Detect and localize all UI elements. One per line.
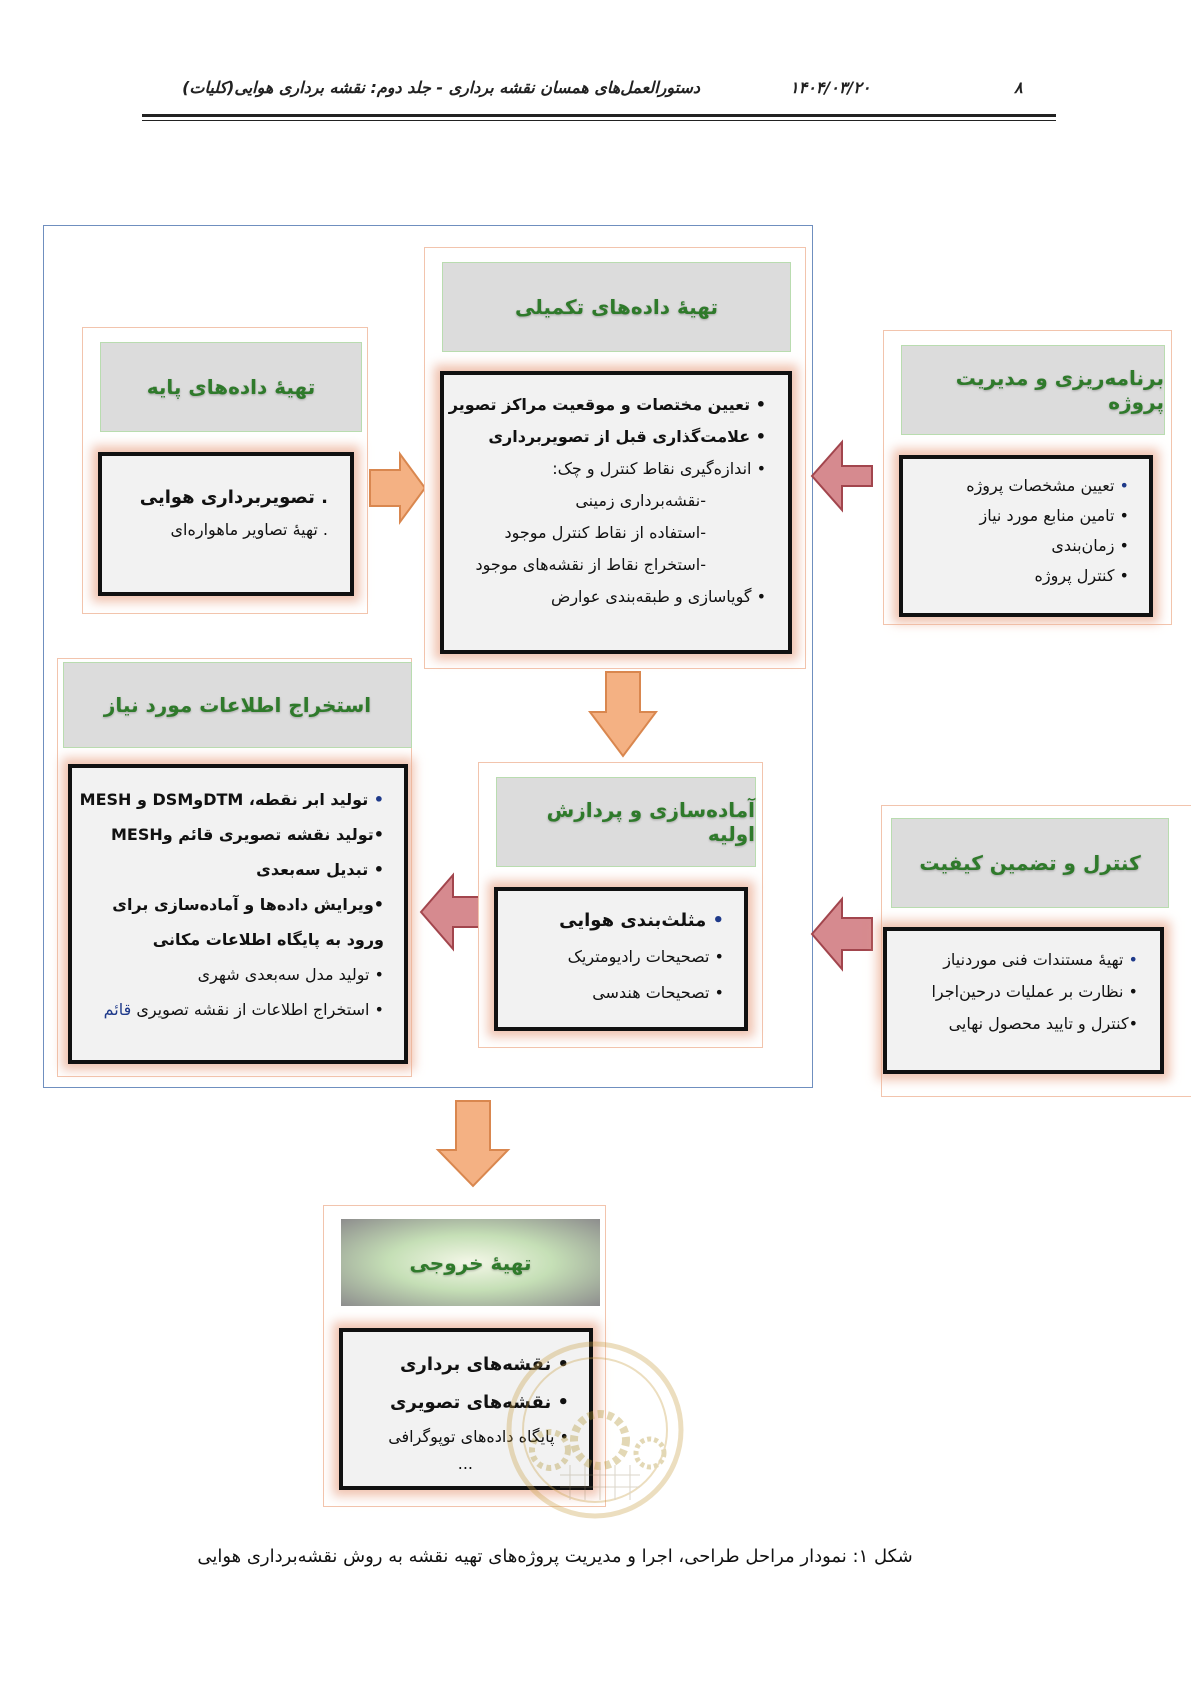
extraction-body: • تولید ابر نقطه، DTMوDSM و MESH •تولید … — [68, 764, 408, 1064]
quality-body: • تهیهٔ مستندات فنی موردنیاز • نظارت بر … — [883, 927, 1164, 1074]
list-item: • تولید ابر نقطه، DTMوDSM و MESH — [79, 790, 384, 809]
extraction-title: استخراج اطلاعات مورد نیاز — [63, 662, 412, 748]
list-item: • نقشه‌های تصویری — [390, 1392, 569, 1413]
base-data-body: . تصویربرداری هوایی . تهیهٔ تصاویر ماهوا… — [98, 452, 354, 596]
arrow-planning-to-supplementary — [810, 439, 873, 513]
base-data-title: تهیهٔ داده‌های پایه — [100, 342, 362, 432]
header-rule-thin — [142, 120, 1056, 121]
list-item: • تصحیحات هندسی — [592, 983, 724, 1002]
list-item: • نقشه‌های برداری — [400, 1354, 569, 1375]
process-group-frame — [43, 225, 813, 1088]
figure-caption: شکل ۱: نمودار مراحل طراحی، اجرا و مدیریت… — [197, 1546, 913, 1567]
list-item: . تصویربرداری هوایی — [139, 487, 328, 508]
list-item: -استخراج نقاط از نقشه‌های موجود — [475, 555, 706, 574]
list-item: •کنترل و تایید محصول نهایی — [948, 1014, 1138, 1033]
list-item: • نظارت بر عملیات درحین‌اجرا — [931, 982, 1138, 1001]
planning-title: برنامه‌ریزی و مدیریت پروژه — [901, 345, 1165, 435]
list-item: •تولید نقشه تصویری قائم وMESH — [110, 825, 384, 844]
quality-title: کنترل و تضمین کیفیت — [891, 818, 1169, 908]
supplementary-body: • تعیین مختصات و موقعیت مراکز تصویر • عل… — [440, 371, 792, 654]
list-item: • کنترل پروژه — [1034, 566, 1129, 585]
header-date: ۱۴۰۴/۰۳/۲۰ — [790, 78, 871, 97]
list-item: • تعیین مختصات و موقعیت مراکز تصویر — [448, 395, 766, 414]
list-item: • تعیین مشخصات پروژه — [966, 476, 1129, 495]
list-item: . تهیهٔ تصاویر ماهواره‌ای — [170, 520, 328, 539]
arrow-base-to-supplementary — [369, 450, 427, 526]
list-item: • زمان‌بندی — [1051, 536, 1129, 555]
list-item: • تصحیحات رادیومتریک — [567, 947, 724, 966]
list-item: •ویرایش داده‌ها و آماده‌سازی برای ورود ب… — [112, 895, 384, 949]
list-item: • تهیهٔ مستندات فنی موردنیاز — [943, 950, 1138, 969]
list-item: • گویاسازی و طبقه‌بندی عوارض — [550, 587, 766, 606]
list-item: • تولید مدل سه‌بعدی شهری — [197, 965, 384, 984]
arrow-quality-to-preprocessing — [810, 896, 873, 972]
list-item: • پایگاه داده‌های توپوگرافی — [388, 1427, 569, 1446]
planning-body: • تعیین مشخصات پروژه • تامین منابع مورد … — [899, 455, 1153, 617]
list-item: • علامت‌گذاری قبل از تصویربرداری — [488, 427, 766, 446]
watermark-stamp — [506, 1341, 684, 1519]
output-body: • نقشه‌های برداری • نقشه‌های تصویری • پا… — [339, 1328, 593, 1490]
output-title: تهیهٔ خروجی — [341, 1219, 600, 1306]
list-item: -نقشه‌برداری زمینی — [575, 491, 706, 510]
preprocessing-title: آماده‌سازی و پردازش اولیه — [496, 777, 756, 867]
header-title: دستورالعمل‌های همسان نقشه برداری - جلد د… — [182, 78, 700, 97]
supplementary-title: تهیهٔ داده‌های تکمیلی — [442, 262, 791, 352]
header-rule-thick — [142, 114, 1056, 117]
list-item: • اندازه‌گیری نقاط کنترل و چک: — [552, 459, 766, 478]
list-item: • تامین منابع مورد نیاز — [979, 506, 1129, 525]
page-number: ۸ — [1014, 78, 1023, 97]
list-item: • مثلث‌بندی هوایی — [559, 910, 724, 931]
arrow-preprocessing-to-extraction — [419, 872, 484, 952]
list-item: -استفاده از نقاط کنترل موجود — [504, 523, 706, 542]
list-item: • استخراج اطلاعات از نقشه تصویری قائم — [103, 1000, 384, 1019]
preprocessing-body: • مثلث‌بندی هوایی • تصحیحات رادیومتریک •… — [494, 887, 748, 1031]
arrow-frame-to-output — [435, 1100, 511, 1188]
ellipsis: ... — [457, 1454, 473, 1473]
arrow-supplementary-to-preprocessing — [588, 671, 658, 758]
list-item: • تبدیل سه‌بعدی — [256, 860, 384, 879]
